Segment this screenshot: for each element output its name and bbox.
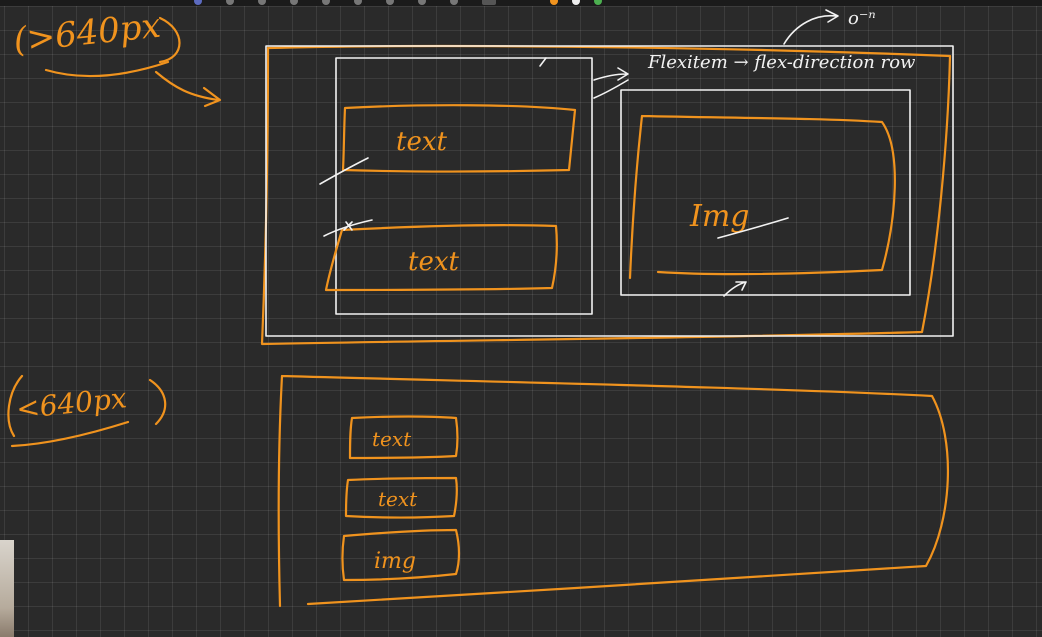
- toolbar-icon[interactable]: [322, 0, 330, 5]
- text-box-1-label: text: [396, 127, 447, 157]
- outer-container-orange: [260, 44, 952, 346]
- toolbar-icon[interactable]: [354, 0, 362, 5]
- toolbar-icon[interactable]: [482, 0, 496, 5]
- underline-stroke: [10, 420, 130, 448]
- opening-paren-stroke: [7, 374, 24, 438]
- corner-arrow: [783, 9, 839, 45]
- outer-container-white: [265, 45, 954, 337]
- arrow-to-flex-note: [593, 67, 629, 81]
- right-column-white: [620, 89, 911, 296]
- closing-paren-stroke: [158, 16, 181, 64]
- text-box-1: text: [341, 104, 577, 173]
- img-box-large-label: Img: [689, 199, 750, 234]
- closing-paren-stroke: [148, 378, 167, 426]
- toolbar-icon[interactable]: [226, 0, 234, 5]
- stack-img-box-label: img: [374, 549, 416, 574]
- stack-text-box-1-outline: [348, 415, 459, 460]
- breakpoint-label-small: <640px: [15, 381, 129, 425]
- toolbar-icon[interactable]: [386, 0, 394, 5]
- breakpoint-label-large: (>640px: [12, 6, 163, 61]
- breakpoint-annotation-small: <640px: [7, 374, 167, 448]
- toolbar-icon[interactable]: [450, 0, 458, 5]
- toolbar-icon[interactable]: [194, 0, 202, 5]
- toolbar-color-green[interactable]: [594, 0, 602, 5]
- toolbar-icon[interactable]: [290, 0, 298, 5]
- toolbar-icon[interactable]: [418, 0, 426, 5]
- breakpoint-annotation-large: (>640px: [12, 6, 222, 108]
- arrow-head: [202, 86, 222, 108]
- text-box-2: text: [324, 224, 558, 292]
- stack-img-box-outline: [341, 528, 461, 582]
- cursor-mark: [343, 221, 353, 231]
- stack-text-box-1: text: [348, 415, 459, 460]
- stack-img-box: img: [341, 528, 461, 582]
- underline-stroke: [44, 60, 170, 78]
- stacked-container: [277, 374, 950, 608]
- pointer-stroke: [539, 57, 547, 67]
- toolbar-icon[interactable]: [258, 0, 266, 5]
- text-box-2-outline: [324, 224, 558, 292]
- text-box-2-label: text: [408, 247, 459, 277]
- top-toolbar-strip: [0, 0, 1042, 6]
- text-box-1-outline: [341, 104, 577, 173]
- arrow-to-flex-note: [593, 79, 629, 99]
- flex-note: Flexitem → flex-direction row: [647, 52, 916, 73]
- toolbar-color-white[interactable]: [572, 0, 580, 5]
- stack-text-box-2: text: [344, 476, 458, 519]
- pointer-stroke: [717, 217, 789, 239]
- webcam-thumbnail: [0, 540, 14, 637]
- img-box-large-outline: [628, 114, 896, 280]
- stack-text-box-2-outline: [344, 476, 458, 519]
- corner-scribble: o⁻ⁿ: [848, 8, 876, 29]
- toolbar-color-orange[interactable]: [550, 0, 558, 5]
- pointer-stroke: [319, 157, 369, 185]
- arrow-shaft: [154, 70, 220, 102]
- left-column-white: [335, 57, 593, 315]
- stack-text-box-2-label: text: [378, 487, 418, 511]
- pointer-arrow: [723, 281, 747, 297]
- img-box-large: Img: [628, 114, 896, 280]
- stack-text-box-1-label: text: [372, 427, 412, 451]
